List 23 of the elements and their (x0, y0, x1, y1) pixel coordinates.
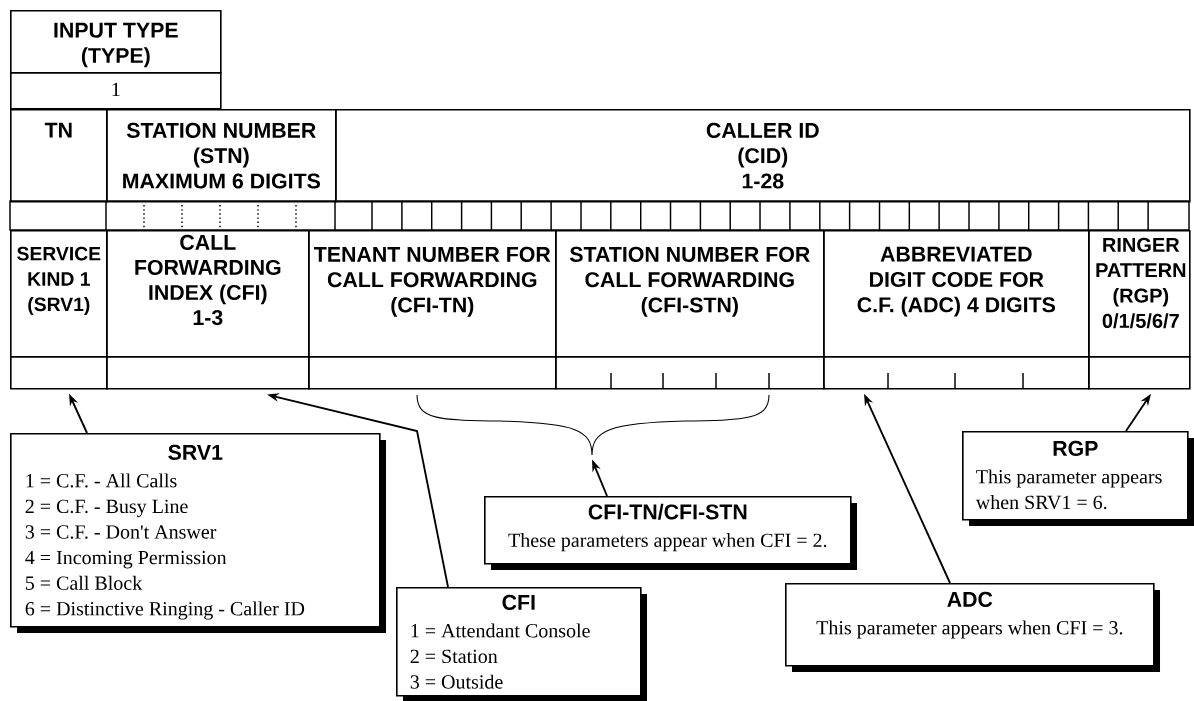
entry-cell (823, 356, 1090, 390)
header-cell: INPUT TYPE (TYPE) (10, 10, 222, 74)
header-cell: ABBREVIATED DIGIT CODE FOR C.F. (ADC) 4 DIGITS (823, 230, 1090, 358)
callout-box: CFI-TN/CFI-STN These parameters appear when CFI = 2. (484, 496, 857, 570)
callout-box: RGP This parameter appears when SRV1 = 6. (962, 431, 1194, 526)
callout-box: SRV1 1 = C.F. - All Calls 2 = C.F. - Busy Line 3 = C.F. - Don't Answer 4 = Incoming Permission 5 = Call Block 6 = Distinctive Ringing - Caller ID (10, 433, 386, 633)
curly-brace (416, 394, 770, 456)
entry-cell (1088, 356, 1191, 390)
entry-cell (10, 356, 108, 390)
header-cell: CALLER ID (CID) 1-28 (335, 109, 1191, 203)
entry-cell (555, 356, 825, 390)
header-cell: SERVICE KIND 1 (SRV1) (10, 230, 108, 358)
entry-cell (106, 356, 310, 390)
callout-box: CFI 1 = Attendant Console 2 = Station 3 = Outside (396, 587, 647, 701)
header-cell: RINGER PATTERN (RGP) 0/1/5/6/7 (1088, 230, 1191, 358)
callout-box: ADC This parameter appears when CFI = 3. (785, 583, 1160, 672)
value-cell: 1 (10, 72, 222, 110)
header-cell: TENANT NUMBER FOR CALL FORWARDING (CFI-TN) (308, 230, 557, 358)
header-cell: CALL FORWARDING INDEX (CFI) 1-3 (106, 230, 310, 358)
entry-cell (308, 356, 557, 390)
header-cell: TN (10, 109, 108, 203)
header-cell: STATION NUMBER (STN) MAXIMUM 6 DIGITS (106, 109, 337, 203)
header-cell: STATION NUMBER FOR CALL FORWARDING (CFI-STN) (555, 230, 825, 358)
